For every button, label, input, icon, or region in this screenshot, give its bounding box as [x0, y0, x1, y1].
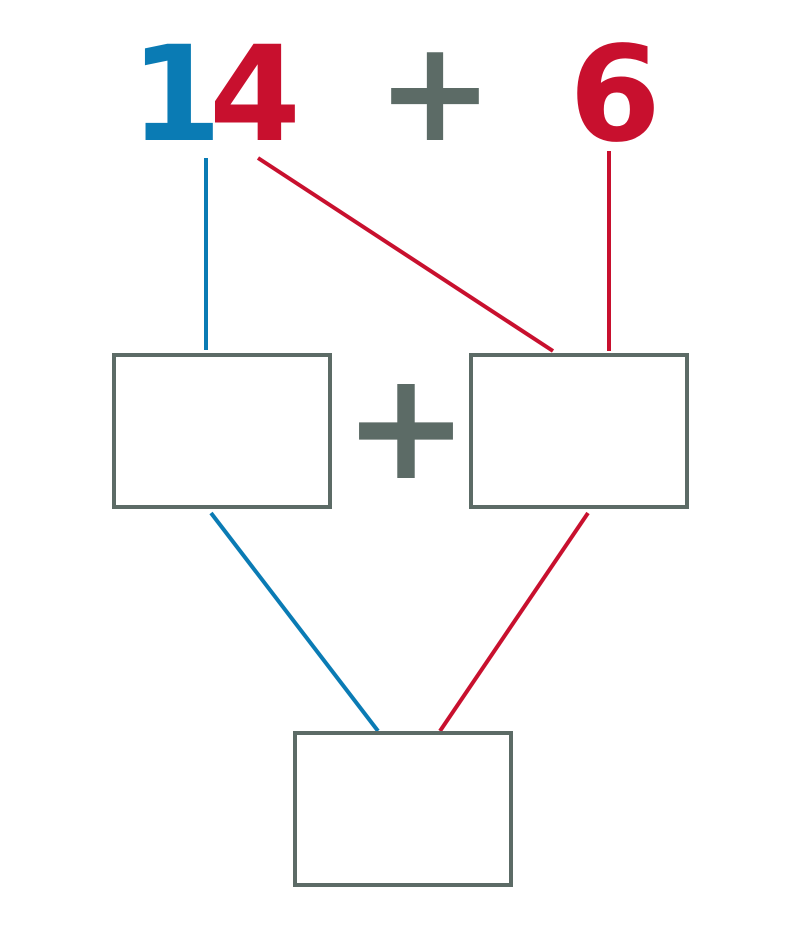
middle-plus-sign: + — [343, 340, 469, 514]
line-left-box-to-bottom-box — [209, 511, 380, 733]
addend-number: 6 — [569, 18, 661, 172]
line-ones-to-right-box — [256, 156, 555, 353]
top-plus-sign: + — [376, 11, 493, 174]
digit-ones: 4 — [209, 18, 301, 172]
bottom-answer-box[interactable] — [293, 731, 513, 887]
digit-tens: 1 — [130, 18, 222, 172]
left-answer-box[interactable] — [112, 353, 332, 509]
line-right-box-to-bottom-box — [438, 511, 590, 733]
right-answer-box[interactable] — [469, 353, 689, 509]
